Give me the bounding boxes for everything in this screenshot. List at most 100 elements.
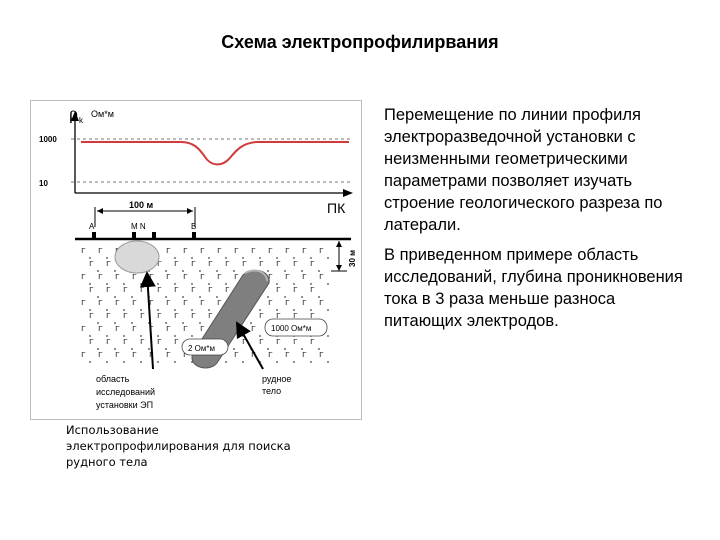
- rock-texture-mark: г: [106, 259, 111, 269]
- rock-texture-mark: г: [319, 246, 324, 256]
- rock-texture-mark: г: [242, 337, 247, 347]
- rock-texture-dot: [259, 335, 261, 337]
- rock-texture-dot: [327, 257, 329, 259]
- rock-texture-dot: [182, 270, 184, 272]
- rock-texture-dot: [310, 283, 312, 285]
- rock-texture-mark: г: [123, 285, 128, 295]
- rock-texture-mark: г: [183, 350, 188, 360]
- rock-texture-mark: г: [81, 324, 86, 334]
- rock-texture-dot: [327, 335, 329, 337]
- rock-texture-mark: г: [149, 272, 154, 282]
- rock-texture-mark: г: [157, 337, 162, 347]
- rock-texture-dot: [182, 296, 184, 298]
- rock-texture-dot: [293, 361, 295, 363]
- rock-texture-dot: [131, 348, 133, 350]
- rock-texture-mark: г: [106, 285, 111, 295]
- rock-texture-mark: г: [89, 259, 94, 269]
- rock-texture-dot: [174, 309, 176, 311]
- rock-texture-dot: [140, 361, 142, 363]
- rock-texture-dot: [165, 348, 167, 350]
- rock-texture-dot: [293, 257, 295, 259]
- rock-texture-dot: [191, 257, 193, 259]
- rock-texture-mark: г: [140, 337, 145, 347]
- rock-texture-dot: [216, 296, 218, 298]
- body-resistivity-label: 2 Ом*м: [188, 344, 215, 353]
- rock-texture-dot: [131, 296, 133, 298]
- rock-texture-dot: [259, 309, 261, 311]
- ore-body-highlight: [244, 269, 268, 282]
- rock-texture-mark: г: [174, 337, 179, 347]
- rock-texture-mark: г: [98, 246, 103, 256]
- rock-texture-mark: г: [89, 285, 94, 295]
- area-label-box: [93, 370, 175, 412]
- rock-texture-dot: [114, 348, 116, 350]
- rock-texture-dot: [157, 283, 159, 285]
- rock-texture-mark: г: [157, 311, 162, 321]
- rock-texture-mark: г: [234, 272, 239, 282]
- depth-label: 30 м: [348, 250, 357, 267]
- figure-caption: Использование электропрофилирования для …: [66, 423, 291, 469]
- rock-texture-mark: г: [115, 298, 120, 308]
- rock-texture-mark: г: [302, 298, 307, 308]
- rock-texture-mark: г: [234, 246, 239, 256]
- rock-texture-dot: [114, 270, 116, 272]
- rock-texture-mark: г: [285, 272, 290, 282]
- rock-texture-mark: г: [268, 272, 273, 282]
- rock-texture-mark: г: [285, 350, 290, 360]
- rock-texture-dot: [267, 296, 269, 298]
- rock-texture-mark: г: [81, 272, 86, 282]
- rock-texture-dot: [225, 361, 227, 363]
- rock-texture-dot: [318, 296, 320, 298]
- y-tick-1000: 1000: [39, 135, 57, 144]
- rock-texture-mark: г: [293, 285, 298, 295]
- ore-label-line2: тело: [262, 386, 281, 396]
- rock-texture-mark: г: [115, 272, 120, 282]
- rock-texture-dot: [318, 270, 320, 272]
- electroprofiling-diagram: ρ k Ом*м 1000 10 ПК 100 м A M N B 30 м: [30, 100, 362, 420]
- rock-texture-mark: г: [98, 298, 103, 308]
- rock-texture-mark: г: [149, 298, 154, 308]
- ore-label-box: [259, 369, 299, 399]
- depth-arrow-bottom: [336, 265, 342, 271]
- electrode-a-label: A: [89, 222, 95, 231]
- rock-texture-mark: г: [98, 350, 103, 360]
- rock-texture-mark: г: [310, 337, 315, 347]
- rock-texture-dot: [216, 270, 218, 272]
- rock-texture-dot: [123, 361, 125, 363]
- apparent-resistivity-curve: [81, 141, 349, 166]
- rock-texture-dot: [301, 270, 303, 272]
- rock-texture-dot: [106, 361, 108, 363]
- rock-texture-dot: [97, 322, 99, 324]
- rock-texture-dot: [157, 361, 159, 363]
- rock-texture-dot: [174, 257, 176, 259]
- rock-texture-mark: г: [268, 298, 273, 308]
- rock-texture-mark: г: [310, 285, 315, 295]
- rock-texture-dot: [123, 309, 125, 311]
- rock-texture-mark: г: [242, 259, 247, 269]
- rock-texture-mark: г: [191, 311, 196, 321]
- rock-texture-mark: г: [208, 259, 213, 269]
- ore-pointer-arrow: [236, 321, 264, 370]
- rock-texture-mark: г: [276, 259, 281, 269]
- rock-texture-mark: г: [293, 259, 298, 269]
- rock-texture-mark: г: [285, 246, 290, 256]
- y-axis-arrow: [71, 111, 79, 121]
- rock-texture-mark: г: [81, 298, 86, 308]
- rock-texture-mark: г: [251, 350, 256, 360]
- rock-texture-mark: г: [174, 285, 179, 295]
- rock-texture-mark: г: [302, 246, 307, 256]
- rock-texture-dot: [174, 283, 176, 285]
- rock-texture-mark: г: [106, 337, 111, 347]
- rock-texture-mark: г: [276, 337, 281, 347]
- rock-texture-dot: [97, 348, 99, 350]
- rock-texture-dot: [233, 348, 235, 350]
- rock-texture-dot: [157, 309, 159, 311]
- investigation-area: [114, 240, 160, 274]
- rock-texture-mark: г: [191, 259, 196, 269]
- page-title: Схема электропрофилирвания: [221, 32, 499, 52]
- body-resistivity-badge: [181, 338, 229, 356]
- rock-texture-mark: г: [200, 246, 205, 256]
- dim-arrow-right: [187, 208, 193, 214]
- rock-texture-dot: [284, 348, 286, 350]
- rock-texture-dot: [259, 257, 261, 259]
